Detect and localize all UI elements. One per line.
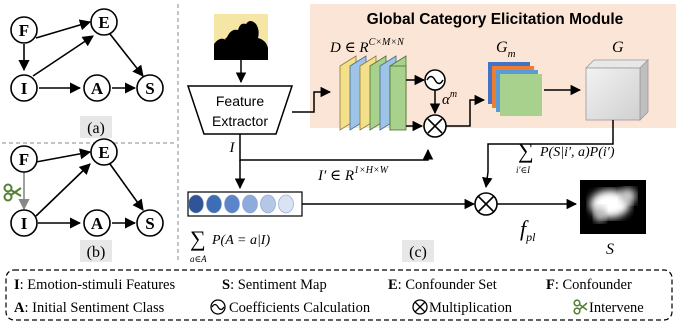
sentiment-map-output: [580, 180, 646, 234]
node-sentiment-map: [136, 74, 164, 102]
gm-label: Gm: [496, 39, 516, 60]
sum-bottom-expression: P(A = a|I): [211, 233, 270, 248]
node-sentiment-class: [83, 74, 111, 102]
node-label: F: [19, 21, 29, 40]
gm-stack: [488, 62, 542, 116]
class-cell: [242, 194, 258, 214]
panel-label-box: [80, 116, 112, 138]
multiplication-icon: [412, 299, 428, 315]
sum-top-expression: P(S|i′, a)P(i′): [539, 145, 615, 160]
sum-symbol-bottom: ∑: [190, 226, 206, 251]
legend-row-2-item-1: A: Initial Sentiment Class: [14, 300, 165, 316]
panel-c: Global Category Elicitation Module Featu…: [186, 4, 676, 264]
sum-symbol-top: ∑: [518, 138, 534, 163]
class-cell: [260, 194, 276, 214]
node-label: E: [98, 13, 109, 32]
legend: I: Emotion-stimuli Features S: Sentiment…: [5, 269, 673, 321]
node-label: S: [145, 79, 154, 98]
extractor-label-line2: Extractor: [212, 113, 268, 129]
legend-row-2-item-4: Intervene: [589, 300, 644, 316]
panel-b: F E I A S (b): [3, 138, 164, 262]
sum-bottom-subscript: a∈A: [190, 254, 207, 264]
legend-row-2-item-2: Coefficients Calculation: [229, 300, 371, 316]
d-tensor: [339, 55, 407, 131]
panel-label-box: [402, 240, 434, 262]
scissors-icon: [573, 299, 588, 315]
module-title: Global Category Elicitation Module: [367, 11, 624, 28]
g-cube: [585, 59, 649, 121]
node-confounder-set: [90, 138, 118, 166]
scissors-icon: [3, 183, 22, 202]
node-confounder-set: [90, 8, 118, 36]
legend-box: [5, 269, 673, 321]
fpl-label: fpl: [520, 216, 536, 244]
node-label: A: [91, 214, 104, 233]
legend-row-2-item-3: Multiplication: [429, 300, 513, 316]
node-features: [10, 74, 38, 102]
node-sentiment-class: [83, 209, 111, 237]
node-label: I: [21, 214, 28, 233]
class-cell: [206, 194, 222, 214]
class-cell: [278, 194, 294, 214]
legend-row-1: I: Emotion-stimuli Features S: Sentiment…: [14, 277, 632, 293]
feature-extractor: [186, 85, 294, 135]
node-label: F: [19, 150, 29, 169]
sum-top-subscript: i′∈I: [516, 165, 531, 175]
panel-label: (c): [409, 244, 427, 261]
node-label: I: [21, 79, 28, 98]
class-cell: [188, 194, 204, 214]
panel-label-box: [80, 240, 112, 262]
alpha-label: αm: [442, 89, 457, 108]
d-label: D ∈ RC×M×N: [329, 37, 405, 56]
coefficients-icon: [424, 69, 446, 91]
node-features: [10, 209, 38, 237]
panel-label: (b): [87, 244, 106, 261]
node-confounder: [10, 16, 38, 44]
class-cell: [224, 194, 240, 214]
class-cells: [188, 194, 294, 214]
multiplication-icon: [474, 192, 498, 216]
node-sentiment-map: [136, 209, 164, 237]
coefficients-icon: [210, 299, 226, 315]
g-label: G: [612, 39, 624, 56]
node-label: E: [98, 143, 109, 162]
i-prime-label: I′ ∈ R1×H×W: [317, 165, 390, 184]
multiplication-icon: [423, 114, 447, 138]
output-label: S: [606, 241, 614, 258]
node-label: A: [91, 79, 104, 98]
panel-label: (a): [87, 120, 105, 137]
input-image: [214, 14, 268, 60]
node-label: S: [145, 214, 154, 233]
extractor-output-label: I: [229, 140, 236, 156]
node-confounder: [10, 145, 38, 173]
panel-a: F E I A S (a): [10, 8, 164, 138]
extractor-label-line1: Feature: [216, 93, 264, 109]
